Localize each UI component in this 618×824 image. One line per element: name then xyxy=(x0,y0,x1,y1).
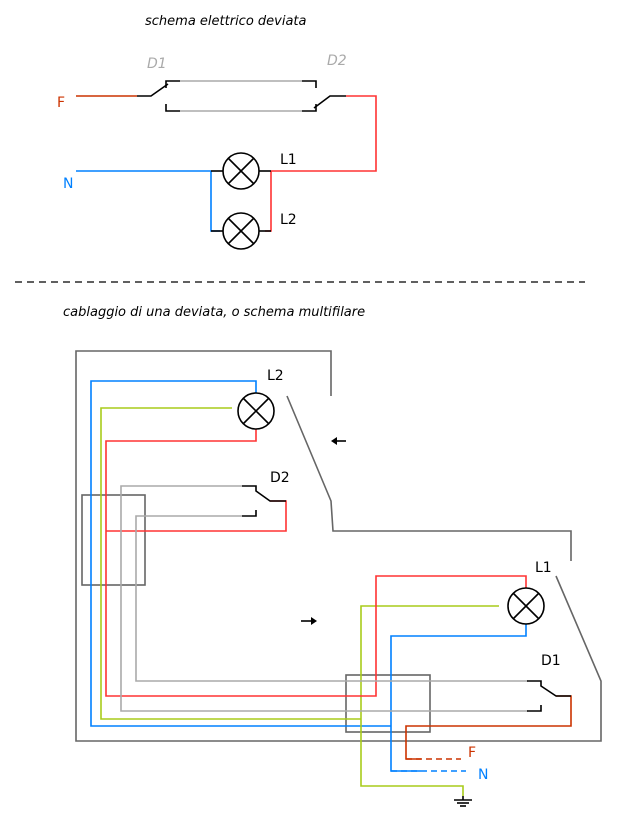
schematic-label-l2: L2 xyxy=(280,212,297,228)
schematic-lamp-bridge-blue xyxy=(210,171,220,232)
schematic-label-phase: F xyxy=(57,95,65,111)
wiring-title: cablaggio di una deviata, o schema multi… xyxy=(63,305,365,320)
traveller-wire-1 xyxy=(120,485,528,712)
wiring-switch-d1 xyxy=(527,680,571,712)
wiring-lamp-l1 xyxy=(507,587,545,625)
neutral-wire-l1 xyxy=(390,624,527,772)
junction-box-left xyxy=(81,494,146,586)
schematic-label-neutral: N xyxy=(63,176,73,192)
wiring-label-phase: F xyxy=(468,745,476,761)
wiring-label-neutral: N xyxy=(478,767,488,783)
wiring-label-d2: D2 xyxy=(270,470,290,486)
wiring-label-d1: D1 xyxy=(541,653,561,669)
schematic-lamp-bridge-red xyxy=(265,171,272,232)
schematic-label-d1: D1 xyxy=(147,56,167,72)
junction-box-main xyxy=(345,674,431,733)
wiring-label-l1: L1 xyxy=(535,560,552,576)
schematic-label-d2: D2 xyxy=(327,53,347,69)
switched-phase-wire xyxy=(105,429,527,697)
schematic-traveller-wires xyxy=(180,80,302,112)
schematic-lamp-l1 xyxy=(211,152,271,190)
traveller-wire-2 xyxy=(135,515,528,682)
wiring-label-l2: L2 xyxy=(267,368,284,384)
ground-icon xyxy=(454,796,472,807)
schematic-switch-d1 xyxy=(137,80,180,112)
arrow-left-icon xyxy=(331,437,346,445)
arrow-right-icon xyxy=(301,617,317,625)
schematic-title: schema elettrico deviata xyxy=(145,14,307,29)
earth-wire-l1 xyxy=(360,605,499,796)
schematic-lamp-l2 xyxy=(211,212,271,250)
conduit-outline xyxy=(75,350,602,742)
schematic-switch-d2 xyxy=(302,80,346,112)
neutral-wire-l2 xyxy=(90,380,391,727)
wiring-lamp-l2 xyxy=(237,392,275,430)
schematic-label-l1: L1 xyxy=(280,152,297,168)
wiring-switch-d2 xyxy=(242,485,286,517)
earth-wire-l2 xyxy=(100,407,361,720)
schematic-switched-phase-wire xyxy=(271,95,377,172)
